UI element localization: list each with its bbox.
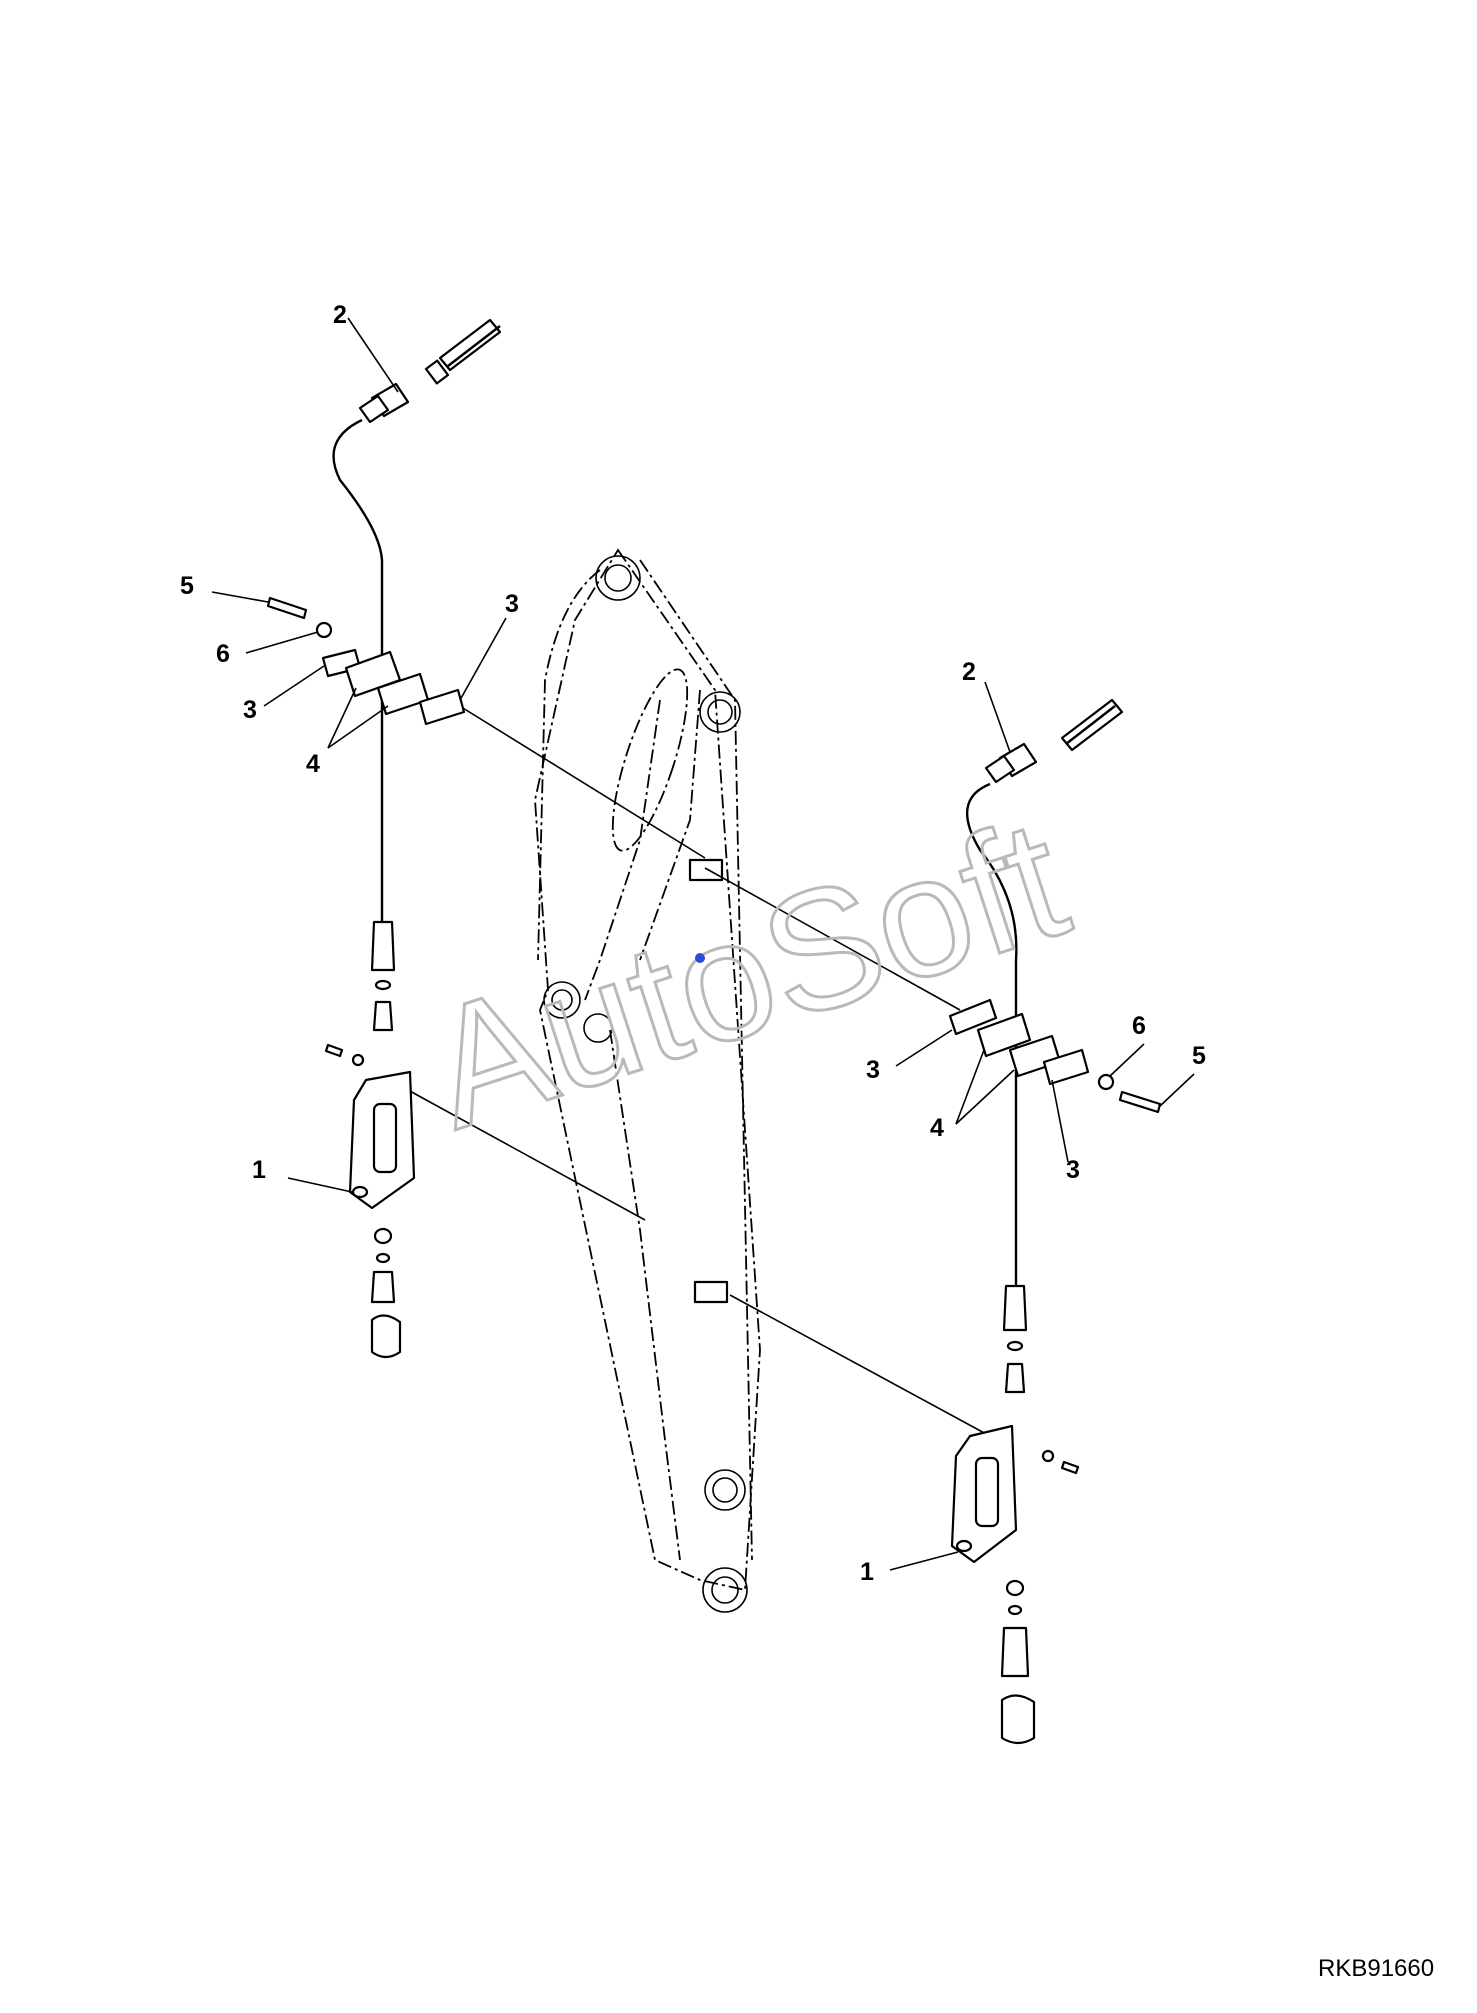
callout-left-washer: 6	[216, 640, 230, 668]
callout-left-plate-a: 3	[243, 696, 257, 724]
assembly-lines	[407, 704, 989, 1436]
watermark-mark	[695, 953, 705, 963]
leader-lines	[211, 317, 1195, 1571]
callout-right-plate-a: 3	[866, 1056, 880, 1084]
callout-left-plate-b: 3	[505, 590, 519, 618]
callout-right-plate-b: 3	[1066, 1156, 1080, 1184]
arm-outline	[534, 548, 761, 1613]
callout-right-washer: 6	[1132, 1012, 1146, 1040]
callout-right-sensor: 2	[962, 658, 976, 686]
callout-right-bolt: 5	[1192, 1042, 1206, 1070]
callout-left-clamp: 4	[306, 750, 320, 778]
callout-right-clamp: 4	[930, 1114, 944, 1142]
left-assembly	[266, 318, 502, 1359]
callout-labels: 2 5 6 3 3 4 1 2 3 4 3 6 5 1	[180, 301, 1206, 1586]
drawing-code: RKB91660	[1318, 1955, 1434, 1982]
callout-left-bolt: 5	[180, 572, 194, 600]
callout-left-bracket: 1	[252, 1156, 266, 1184]
callout-left-sensor: 2	[333, 301, 347, 329]
watermark: AutoSoft	[408, 783, 1087, 1165]
callout-right-bracket: 1	[860, 1558, 874, 1586]
right-assembly	[948, 698, 1162, 1745]
